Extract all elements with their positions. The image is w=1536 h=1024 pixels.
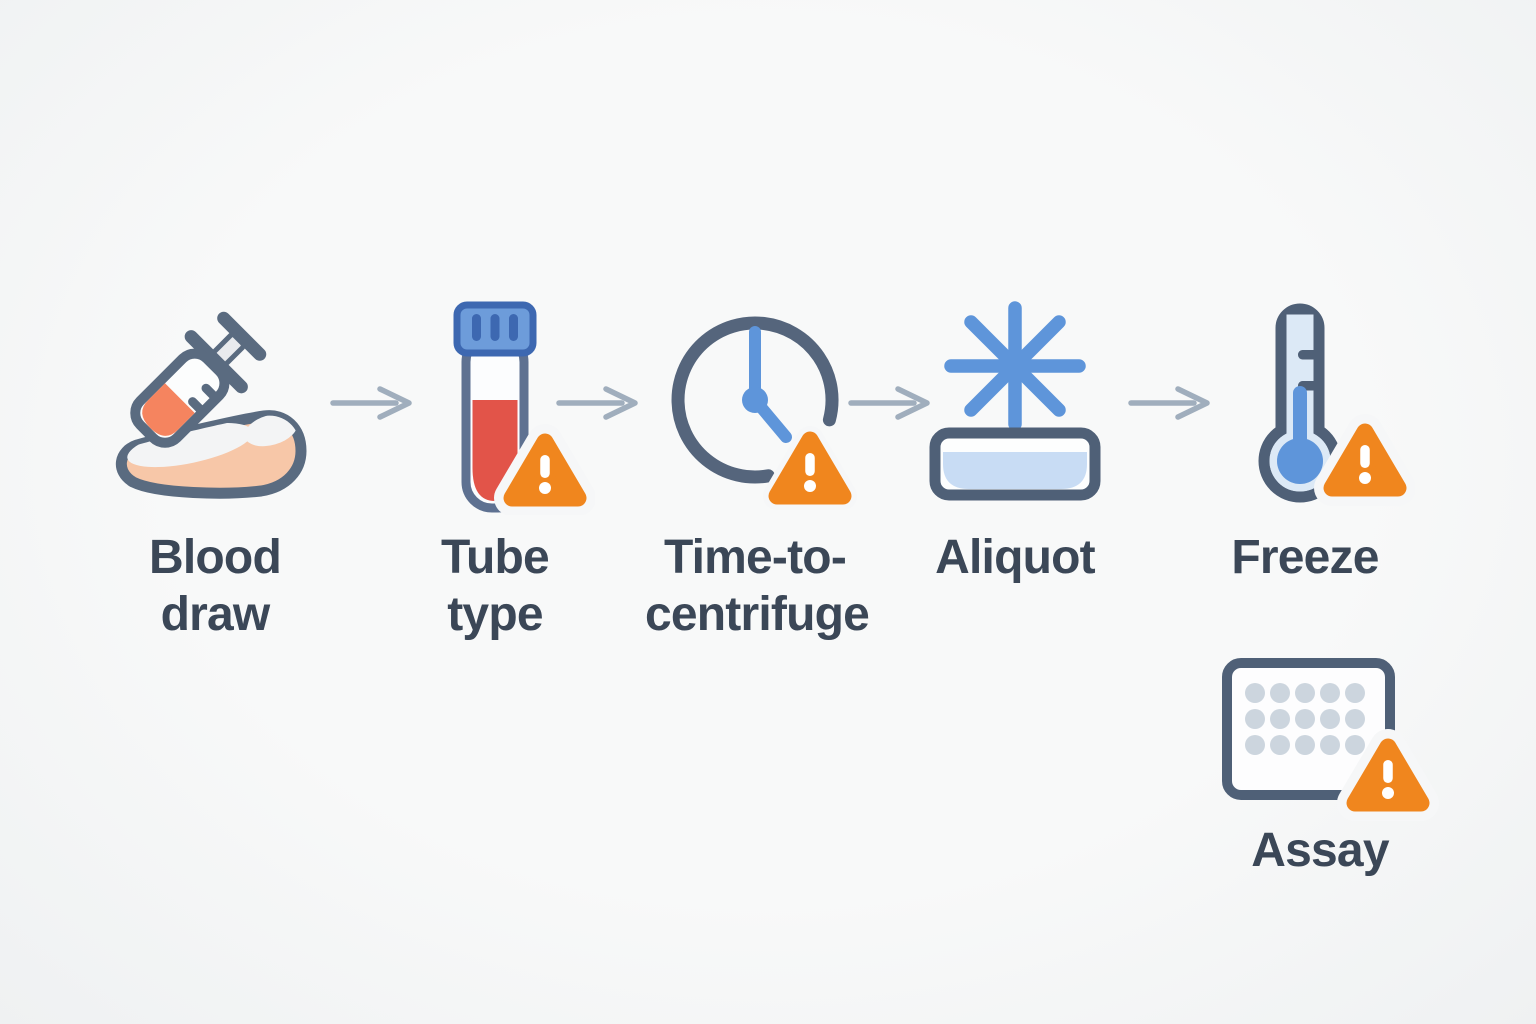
flow-arrow (330, 386, 412, 420)
plate-wells (1245, 683, 1365, 755)
step-label: Blood draw (85, 529, 345, 643)
step-label-line: Aliquot (935, 531, 1095, 584)
step-label-line: Freeze (1231, 531, 1379, 584)
warning-icon (1314, 414, 1415, 506)
flow-arrow (1128, 386, 1210, 420)
flow-arrow (556, 386, 638, 420)
step-label-line: Time-to- (663, 531, 847, 584)
microplate-icon (1222, 658, 1439, 821)
step-label-line: Tube (441, 531, 550, 584)
step-label: Aliquot (905, 529, 1125, 586)
blood-tube-icon (453, 301, 595, 515)
snowflake-dish-icon (929, 301, 1101, 501)
step-label: Time-to- centrifuge (645, 529, 870, 643)
step-label-line: Blood (149, 531, 282, 584)
warning-icon (763, 426, 857, 510)
step-label: Tube type (395, 529, 595, 643)
syringe-icon (116, 311, 307, 499)
snowflake-icon (944, 301, 1086, 431)
clock-icon (671, 316, 857, 510)
warning-icon (494, 424, 595, 515)
step-label-line: centrifuge (645, 588, 870, 641)
flow-arrow (848, 386, 930, 420)
step-label-line: type (447, 588, 543, 641)
warning-icon (1337, 729, 1439, 821)
step-label-line: Assay (1251, 824, 1389, 877)
step-label: Assay (1200, 822, 1440, 879)
thermometer-icon (1258, 303, 1415, 506)
step-label-line: draw (160, 588, 271, 641)
step-label: Freeze (1195, 529, 1415, 586)
